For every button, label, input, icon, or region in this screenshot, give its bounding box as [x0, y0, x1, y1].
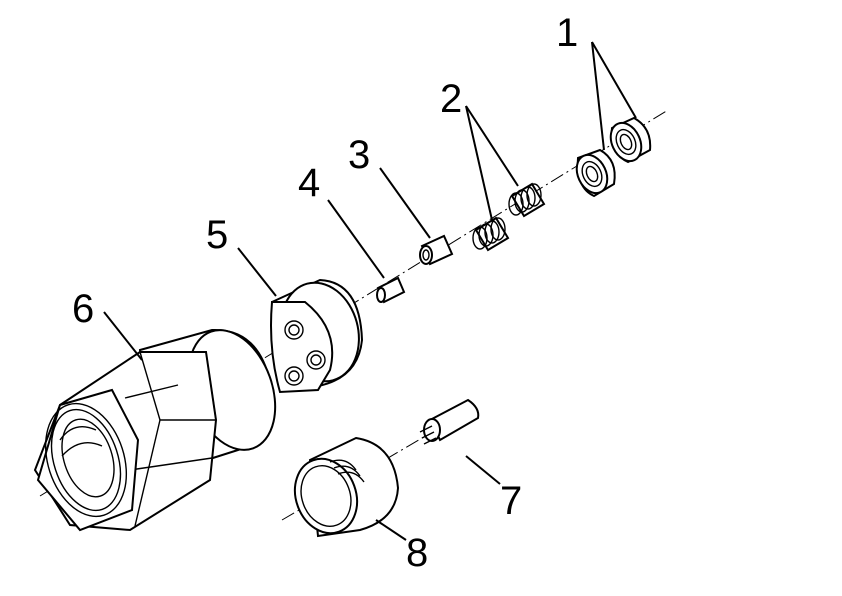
part-8-collar: [293, 436, 400, 538]
part-1-ring-a: [575, 148, 616, 198]
part-3-sleeve: [419, 234, 454, 266]
part-1-ring-b: [609, 116, 652, 164]
callout-3: 3: [348, 133, 370, 177]
callout-2: 2: [440, 77, 462, 121]
callout-4: 4: [298, 161, 320, 205]
callout-6: 6: [72, 287, 94, 331]
callout-8: 8: [406, 531, 428, 575]
part-2-spring-a: [472, 216, 510, 252]
part-7-threaded-pin: [419, 398, 480, 445]
part-2-spring-b: [508, 182, 546, 218]
callout-7: 7: [500, 479, 522, 523]
part-6-nut: [33, 328, 277, 532]
leader-lines: [103, 41, 637, 541]
callout-1: 1: [556, 11, 578, 55]
part-4-pin: [376, 276, 406, 304]
callout-5: 5: [206, 213, 228, 257]
part-5-insert: [270, 278, 364, 394]
